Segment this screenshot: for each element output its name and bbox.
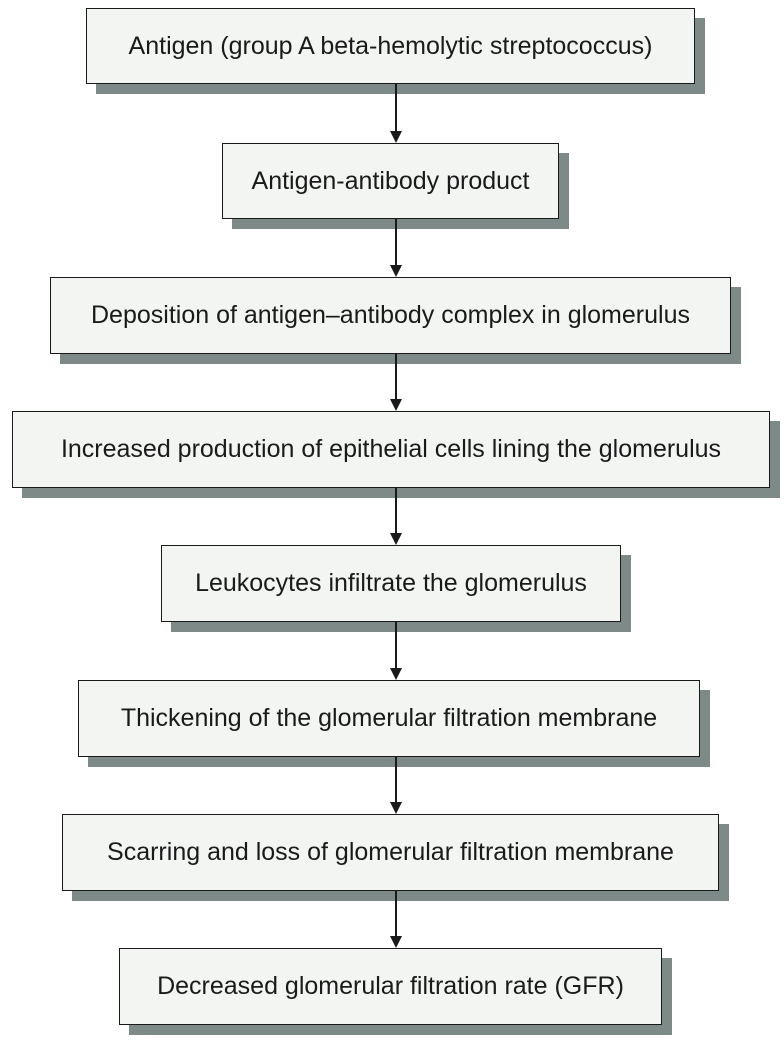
flow-step-antigen-antibody-product: Antigen-antibody product — [222, 143, 559, 219]
flow-step-leukocyte-infiltration: Leukocytes infiltrate the glomerulus — [161, 545, 621, 622]
flow-step-complex-deposition: Deposition of antigen–antibody complex i… — [50, 277, 731, 354]
flow-step-antigen: Antigen (group A beta-hemolytic streptoc… — [86, 8, 695, 84]
flow-step-decreased-gfr: Decreased glomerular filtration rate (GF… — [119, 948, 662, 1025]
flow-step-membrane-scarring: Scarring and loss of glomerular filtrati… — [62, 814, 719, 891]
flow-step-epithelial-cell-production: Increased production of epithelial cells… — [12, 411, 770, 488]
flow-step-membrane-thickening: Thickening of the glomerular filtration … — [78, 680, 700, 757]
